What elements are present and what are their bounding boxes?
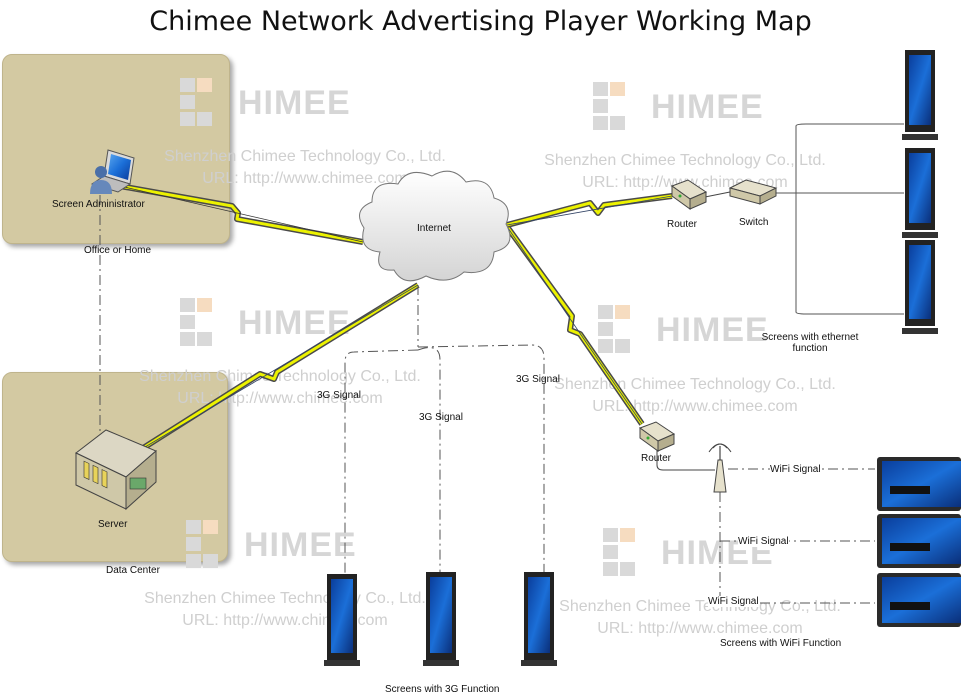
lightning-internet-router bbox=[506, 193, 673, 228]
admin-laptop-icon bbox=[90, 149, 135, 194]
kiosk-screen-icon bbox=[521, 572, 557, 666]
kiosk-screen-icon bbox=[902, 240, 938, 334]
signal-label-wifi: WiFi Signal bbox=[738, 536, 789, 547]
node-label-router-wifi: Router bbox=[641, 453, 672, 464]
group-label-wifi: Screens with WiFi Function bbox=[720, 638, 842, 649]
group-label-3g: Screens with 3G Function bbox=[385, 684, 500, 695]
tablet-screen-icon bbox=[877, 457, 961, 511]
watermark-text: Shenzhen Chimee Technology Co., Ltd.URL:… bbox=[554, 376, 836, 415]
kiosk-screen-icon bbox=[902, 148, 938, 238]
signal-label-3g: 3G Signal bbox=[317, 390, 361, 401]
node-label-router: Router bbox=[667, 219, 698, 230]
server-icon bbox=[75, 429, 157, 511]
kiosk-screen-icon bbox=[324, 574, 360, 666]
zone-label-office: Office or Home bbox=[84, 245, 152, 256]
internet-cloud-icon bbox=[359, 170, 511, 282]
wifi-tower-icon bbox=[708, 443, 732, 493]
lightning-admin-internet bbox=[119, 183, 364, 245]
switch-icon bbox=[728, 179, 778, 205]
group-label-ethernet: Screens with ethernet function bbox=[761, 332, 859, 354]
node-label-switch: Switch bbox=[739, 217, 769, 228]
lightning-server-internet bbox=[138, 282, 420, 453]
watermark-text: Shenzhen Chimee Technology Co., Ltd.URL:… bbox=[164, 148, 446, 187]
node-label-server: Server bbox=[98, 519, 128, 530]
watermark-text: Shenzhen Chimee Technology Co., Ltd.URL:… bbox=[559, 598, 841, 637]
signal-label-wifi: WiFi Signal bbox=[708, 596, 759, 607]
signal-label-3g: 3G Signal bbox=[516, 374, 560, 385]
page-title: Chimee Network Advertising Player Workin… bbox=[149, 6, 812, 37]
zone-label-datacenter: Data Center bbox=[106, 565, 160, 576]
tablet-screen-icon bbox=[877, 514, 961, 568]
signal-label-3g: 3G Signal bbox=[419, 412, 463, 423]
router-icon bbox=[670, 179, 708, 210]
router-icon bbox=[638, 421, 676, 452]
signal-label-wifi: WiFi Signal bbox=[770, 464, 821, 475]
g3-links bbox=[344, 285, 545, 578]
lightning-internet-wifi-router bbox=[505, 226, 645, 426]
kiosk-screen-icon bbox=[902, 50, 938, 140]
ethernet-bracket bbox=[775, 123, 904, 315]
node-label-admin: Screen Administrator bbox=[52, 199, 145, 210]
tablet-screen-icon bbox=[877, 573, 961, 627]
kiosk-screen-icon bbox=[423, 572, 459, 666]
node-label-internet: Internet bbox=[417, 223, 451, 234]
